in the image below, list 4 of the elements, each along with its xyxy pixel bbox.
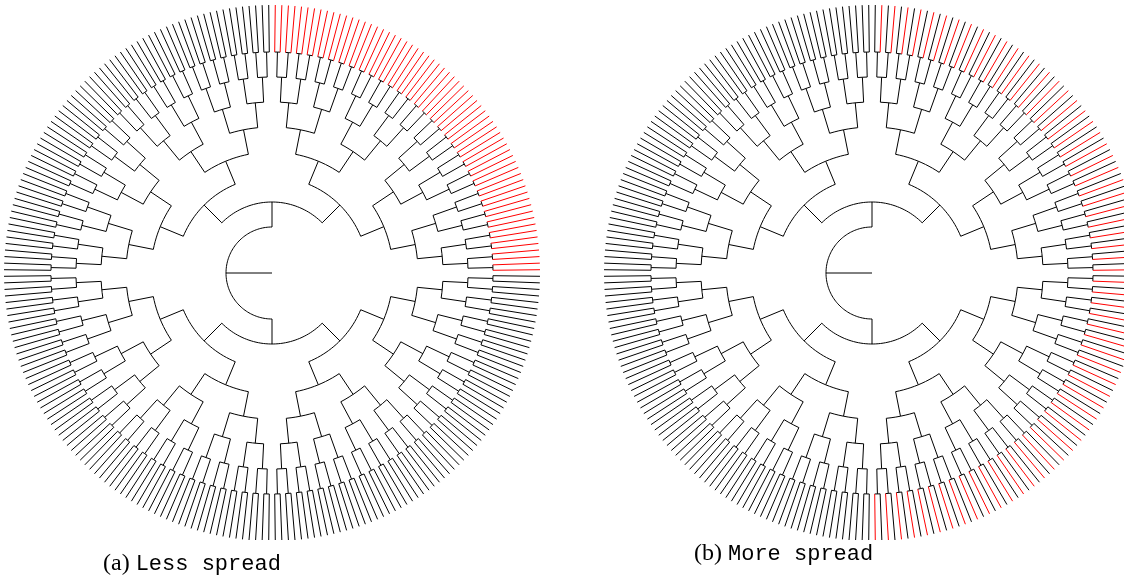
- subfigure-caption: More spread: [728, 541, 874, 569]
- subfigure-caption: Less spread: [135, 551, 281, 579]
- subfigure-label: (a): [103, 548, 130, 577]
- subfigure-label: (b): [694, 538, 722, 567]
